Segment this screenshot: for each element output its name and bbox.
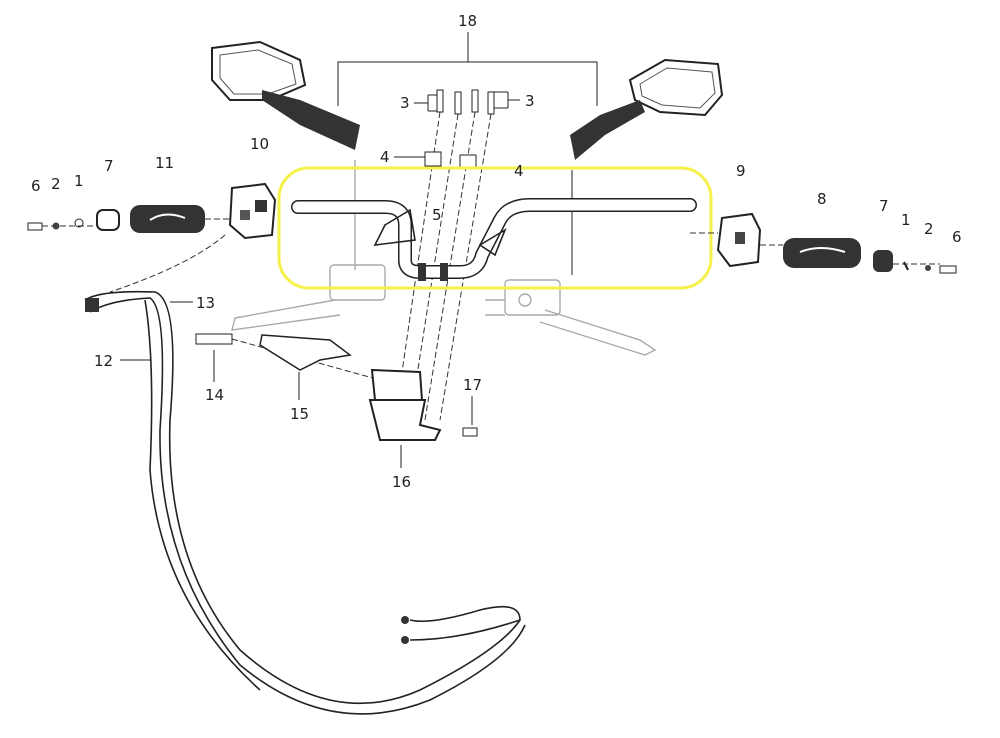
- callout-8: 8: [817, 190, 827, 208]
- callout-3-left: 3: [400, 94, 410, 112]
- callout-6-left: 6: [31, 177, 41, 195]
- callout-2-left: 2: [51, 175, 61, 193]
- right-screw-6: [939, 265, 957, 274]
- left-screw-6: [27, 222, 43, 231]
- callout-13: 13: [196, 294, 215, 312]
- left-brake-lever-ghost: [231, 264, 386, 331]
- callout-5: 5: [432, 206, 442, 224]
- callout-1-right: 1: [901, 211, 911, 229]
- callout-2-right: 2: [924, 220, 934, 238]
- right-mirror: [570, 58, 724, 275]
- right-switch-housing: [716, 212, 762, 268]
- callout-3-right: 3: [525, 92, 535, 110]
- callout-17: 17: [463, 376, 482, 394]
- callout-6-right: 6: [952, 228, 962, 246]
- callout-12: 12: [94, 352, 113, 370]
- cable-harness: [84, 234, 526, 715]
- callout-16: 16: [392, 473, 411, 491]
- callout-4-right: 4: [514, 162, 524, 180]
- clamp-16: [368, 368, 442, 441]
- right-brake-lever-ghost: [485, 279, 657, 356]
- left-grip: [130, 205, 205, 233]
- bolts-3: [394, 89, 520, 421]
- bolt-14: [195, 333, 233, 345]
- right-washer-1: [903, 261, 909, 271]
- right-bar-end-7: [873, 250, 893, 272]
- bracket-15: [259, 334, 352, 371]
- callout-7-left: 7: [104, 157, 114, 175]
- screw-17: [462, 427, 478, 437]
- left-bar-end-7: [96, 209, 120, 231]
- right-washer-2: [925, 265, 931, 271]
- left-washer-1: [74, 218, 84, 228]
- right-grip: [783, 238, 861, 268]
- handlebar-5: [291, 198, 697, 281]
- highlight-box: [277, 166, 713, 290]
- callout-1-left: 1: [74, 172, 84, 190]
- callout-11: 11: [155, 154, 174, 172]
- callout-4-left: 4: [380, 148, 390, 166]
- clamps-4: [394, 151, 477, 170]
- callout-15: 15: [290, 405, 309, 423]
- callout-14: 14: [205, 386, 224, 404]
- callout-7-right: 7: [879, 197, 889, 215]
- callout-18: 18: [458, 12, 477, 30]
- callout-10: 10: [250, 135, 269, 153]
- left-switch-housing: [228, 182, 277, 240]
- callout-9: 9: [736, 162, 746, 180]
- left-mirror: [211, 40, 360, 270]
- bracket-18: [337, 32, 598, 106]
